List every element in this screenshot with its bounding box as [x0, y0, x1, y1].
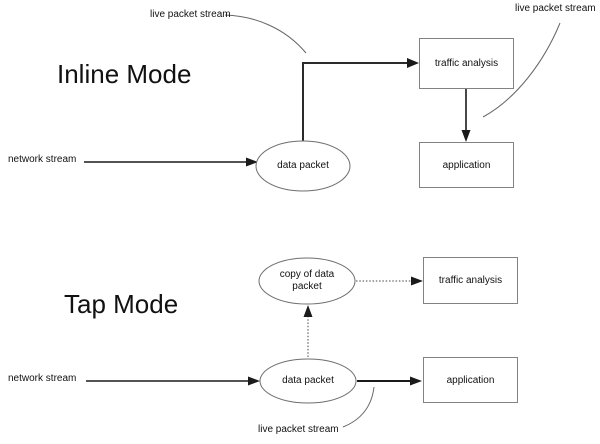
tap-data-to-copy-dotted-arrow: [303, 305, 313, 357]
tap-copy-of-data-packet-ellipse: [258, 257, 356, 305]
inline-traffic-to-application-arrow: [461, 89, 471, 142]
tap-live-packet-callout-curve: [342, 386, 375, 428]
inline-network-stream-label: network stream: [8, 154, 77, 165]
inline-data-packet-ellipse: [255, 140, 351, 192]
inline-application-box: application: [419, 142, 514, 188]
inline-live-packet-callout-left-curve: [224, 14, 307, 54]
tap-traffic-analysis-box: traffic analysis: [423, 257, 518, 304]
inline-mode-title: Inline Mode: [57, 59, 192, 89]
tap-network-stream-label: network stream: [8, 373, 77, 384]
tap-application-box: application: [423, 357, 518, 403]
inline-data-packet-label: data packet: [277, 160, 329, 171]
inline-traffic-analysis-box: traffic analysis: [419, 38, 514, 89]
inline-data-to-traffic-arrow: [302, 58, 419, 141]
tap-data-to-application-arrow: [357, 376, 422, 386]
tap-data-packet-label: data packet: [282, 375, 334, 386]
tap-data-packet-ellipse: [259, 358, 357, 404]
tap-copy-to-traffic-dotted-arrow: [356, 276, 423, 286]
inline-live-packet-callout-right-curve: [482, 22, 561, 118]
inline-network-stream-arrow: [84, 157, 258, 167]
tap-copy-of-data-packet-label: copy of data packet: [279, 269, 335, 292]
inline-live-packet-stream-label-right: live packet stream: [515, 3, 596, 14]
tap-network-stream-arrow: [86, 376, 260, 386]
tap-mode-title: Tap Mode: [64, 289, 179, 319]
inline-live-packet-stream-label-left: live packet stream: [150, 9, 231, 20]
tap-live-packet-stream-label: live packet stream: [258, 424, 339, 435]
